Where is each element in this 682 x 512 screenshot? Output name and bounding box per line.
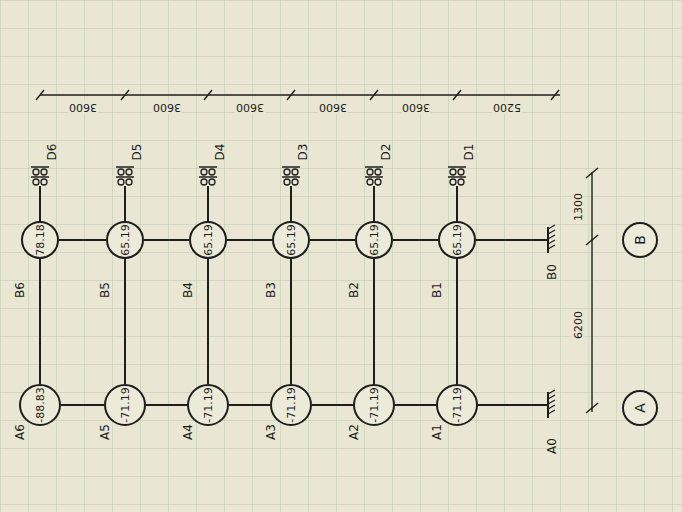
joint-circle: -71.19 — [270, 384, 312, 426]
member-line — [227, 239, 272, 241]
moment-value: 65.19 — [119, 224, 132, 256]
joint-label: A5 — [98, 424, 112, 440]
grid-bubble: B — [622, 222, 658, 258]
dimension: 3600 — [318, 101, 348, 114]
moment-value: -71.19 — [285, 387, 298, 422]
support-label: D3 — [296, 144, 310, 161]
joint-circle: 78.18 — [21, 221, 59, 259]
moment-value: -71.19 — [451, 387, 464, 422]
joint-circle: 65.19 — [438, 221, 476, 259]
grid-bubble: A — [622, 390, 658, 426]
moment-value: 65.19 — [202, 224, 215, 256]
member-line — [373, 259, 375, 384]
joint-label: A3 — [264, 424, 278, 440]
dimension: 5200 — [492, 101, 522, 114]
member-line — [39, 259, 41, 384]
moment-value: 78.18 — [34, 224, 47, 256]
joint-circle: 65.19 — [189, 221, 227, 259]
joint-circle: -88.83 — [19, 384, 61, 426]
dimension: 3600 — [68, 101, 98, 114]
joint-circle: 65.19 — [272, 221, 310, 259]
support-label: B0 — [545, 264, 559, 280]
support-label: D4 — [213, 144, 227, 161]
support-label: D6 — [45, 144, 59, 161]
joint-label: A2 — [347, 424, 361, 440]
axis-letter: A — [632, 403, 648, 413]
member-line — [395, 404, 436, 406]
member-line — [146, 404, 187, 406]
joint-label: A1 — [430, 424, 444, 440]
moment-value: -71.19 — [368, 387, 381, 422]
member-line — [456, 259, 458, 384]
member-line — [290, 259, 292, 384]
moment-value: -88.83 — [34, 387, 47, 422]
member-line — [310, 239, 355, 241]
support-label: D1 — [462, 144, 476, 161]
joint-label: A4 — [181, 424, 195, 440]
support-label: D5 — [130, 144, 144, 161]
moment-value: -71.19 — [202, 387, 215, 422]
axis-letter: B — [632, 235, 648, 245]
dimension: 1300 — [572, 192, 585, 222]
joint-circle: 65.19 — [355, 221, 393, 259]
member-line — [59, 239, 106, 241]
dimension: 6200 — [572, 310, 585, 340]
support-label: D2 — [379, 144, 393, 161]
support-label: A0 — [545, 438, 559, 454]
joint-label: B4 — [181, 282, 195, 298]
joint-circle: -71.19 — [436, 384, 478, 426]
joint-label: B1 — [430, 282, 444, 298]
dimension: 3600 — [235, 101, 265, 114]
member-line — [124, 259, 126, 384]
dimension: 3600 — [401, 101, 431, 114]
joint-label: B5 — [98, 282, 112, 298]
member-line — [312, 404, 353, 406]
joint-label: B2 — [347, 282, 361, 298]
moment-value: 65.19 — [285, 224, 298, 256]
joint-circle: -71.19 — [353, 384, 395, 426]
member-line — [207, 259, 209, 384]
moment-value: 65.19 — [451, 224, 464, 256]
joint-circle: -71.19 — [187, 384, 229, 426]
member-line — [229, 404, 270, 406]
member-line — [61, 404, 104, 406]
joint-label: B3 — [264, 282, 278, 298]
joint-circle: 65.19 — [106, 221, 144, 259]
moment-value: 65.19 — [368, 224, 381, 256]
dimension: 3600 — [152, 101, 182, 114]
member-line — [393, 239, 438, 241]
moment-value: -71.19 — [119, 387, 132, 422]
joint-circle: -71.19 — [104, 384, 146, 426]
member-line — [144, 239, 189, 241]
joint-label: A6 — [13, 424, 27, 440]
joint-label: B6 — [13, 282, 27, 298]
